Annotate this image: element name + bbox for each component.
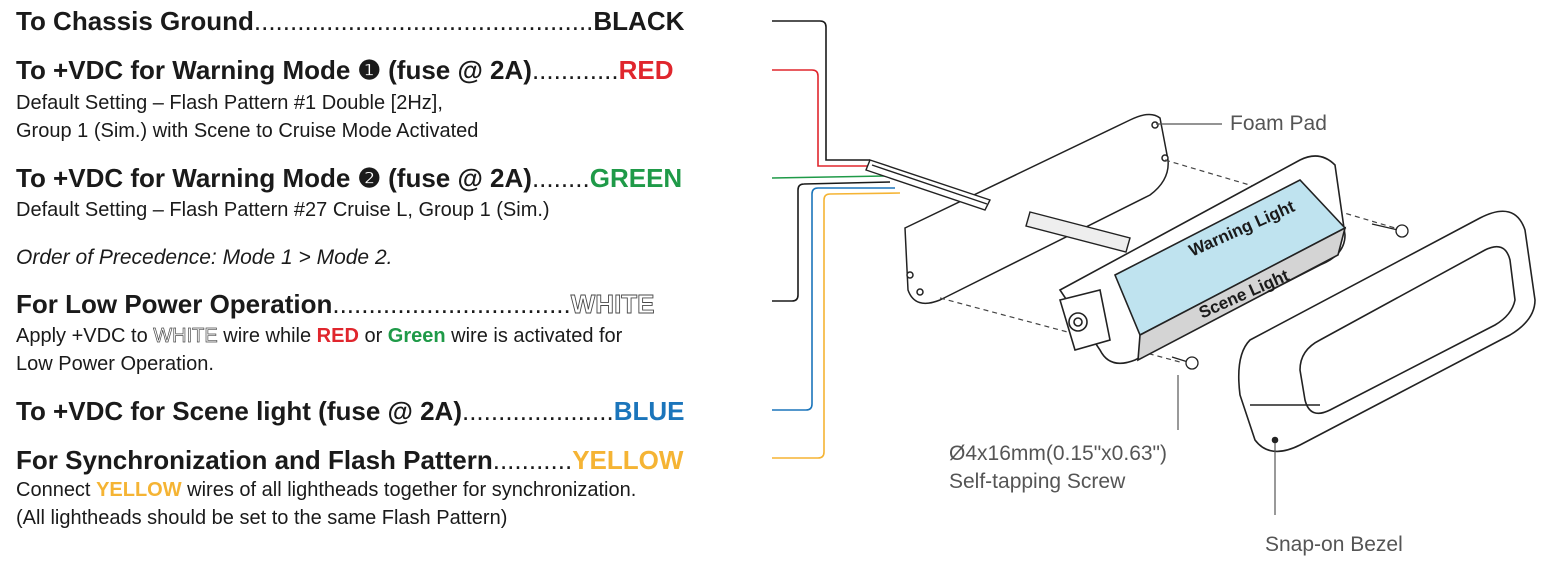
yellow-row-label: For Synchronization and Flash Pattern (16, 445, 493, 475)
yellow-note-a: Connect (16, 479, 97, 501)
green-row: To +VDC for Warning Mode ❷ (fuse @ 2A)..… (16, 163, 682, 193)
bezel-label: Snap-on Bezel (1265, 533, 1403, 556)
white-note-c: or (358, 325, 388, 347)
white-color-name: WHITE (570, 289, 655, 320)
white-note-red: RED (316, 325, 359, 347)
red-row: To +VDC for Warning Mode ❶ (fuse @ 2A)..… (16, 55, 674, 85)
bezel-shape (1237, 210, 1536, 453)
yellow-note-yellow: YELLOW (96, 479, 182, 501)
white-note-1: Apply +VDC to WHITE wire while RED or Gr… (16, 322, 622, 350)
lighthead-body (1058, 155, 1347, 365)
red-wire (772, 69, 880, 167)
white-note-d: wire is activated for (445, 325, 623, 347)
white-row-label: For Low Power Operation (16, 289, 333, 319)
blue-row: To +VDC for Scene light (fuse @ 2A).....… (16, 396, 684, 426)
black-row-label: To Chassis Ground (16, 6, 254, 36)
white-row: For Low Power Operation.................… (16, 289, 655, 320)
blue-color-name: BLUE (613, 396, 685, 426)
white-note-a: Apply +VDC to (16, 325, 154, 347)
green-color-name: GREEN (589, 163, 683, 193)
yellow-note-b: wires of all lightheads together for syn… (181, 479, 637, 501)
white-note-green: Green (387, 325, 446, 347)
black-color-name: BLACK (593, 6, 685, 36)
blue-row-dots: ..................... (461, 396, 614, 426)
screw-type-label: Self-tapping Screw (949, 470, 1126, 493)
callout-leaders (1156, 123, 1276, 515)
green-note-1: Default Setting – Flash Pattern #27 Crui… (16, 199, 550, 221)
connector-cable (865, 159, 1131, 253)
white-note-b: wire while (217, 325, 317, 347)
white-note-white: WHITE (153, 325, 218, 348)
red-note-1: Default Setting – Flash Pattern #1 Doubl… (16, 92, 443, 114)
yellow-color-name: YELLOW (572, 445, 684, 475)
white-note-2: Low Power Operation. (16, 353, 214, 375)
black-row: To Chassis Ground.......................… (16, 6, 684, 36)
yellow-row-dots: ........... (492, 445, 573, 475)
black-wire (772, 20, 870, 161)
green-row-dots: ........ (531, 163, 590, 193)
screw-top (1371, 223, 1409, 238)
white-row-dots: ................................. (332, 289, 571, 319)
yellow-wire (772, 192, 901, 459)
red-row-label: To +VDC for Warning Mode ❶ (fuse @ 2A) (16, 55, 532, 85)
screw-bottom (1171, 356, 1199, 370)
screw-size-label: Ø4x16mm(0.15"x0.63") (949, 442, 1167, 465)
green-wire (771, 175, 886, 179)
red-row-dots: ............ (531, 55, 619, 85)
yellow-note-1: Connect YELLOW wires of all lightheads t… (16, 476, 636, 504)
blue-row-label: To +VDC for Scene light (fuse @ 2A) (16, 396, 462, 426)
precedence-note: Order of Precedence: Mode 1 > Mode 2. (16, 246, 393, 269)
foam-pad-label: Foam Pad (1230, 112, 1327, 135)
blue-wire (772, 187, 895, 411)
yellow-note-2: (All lightheads should be set to the sam… (16, 507, 508, 529)
red-color-name: RED (618, 55, 674, 85)
scene-light-panel (1137, 226, 1347, 362)
black-row-dots: ........................................… (253, 6, 594, 36)
foam-pad-shape (904, 113, 1169, 305)
white-wire (772, 181, 891, 302)
yellow-row: For Synchronization and Flash Pattern...… (16, 445, 683, 475)
green-row-label: To +VDC for Warning Mode ❷ (fuse @ 2A) (16, 163, 532, 193)
red-note-2: Group 1 (Sim.) with Scene to Cruise Mode… (16, 120, 479, 142)
